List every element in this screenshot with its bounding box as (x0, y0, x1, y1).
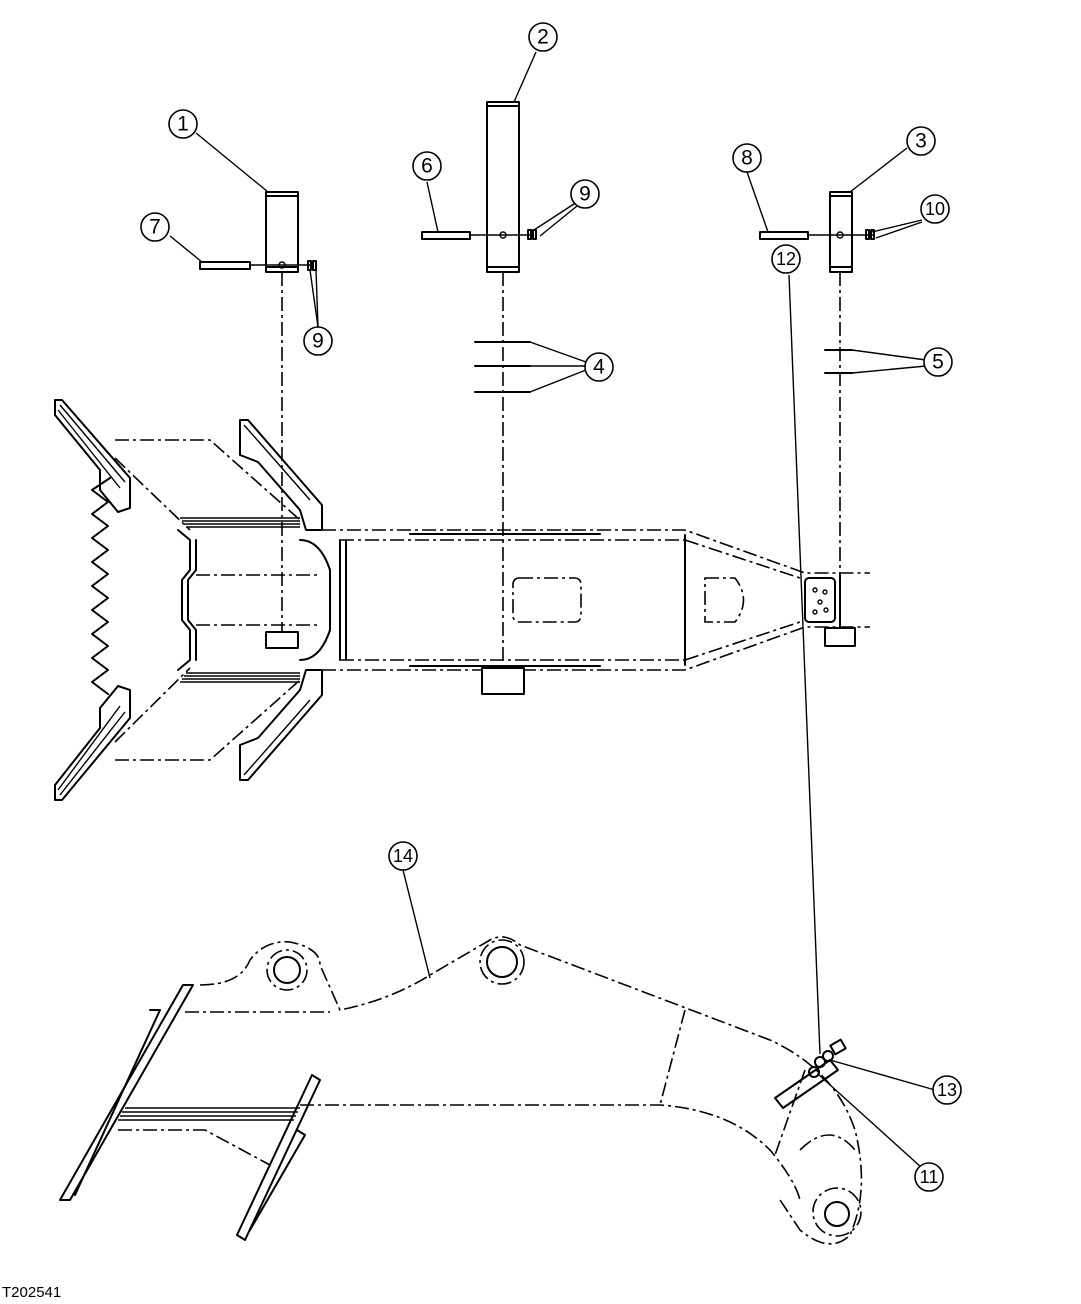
callout-4: 4 (584, 352, 614, 382)
svg-text:9: 9 (579, 183, 591, 206)
callout-10: 10 (920, 194, 950, 224)
svg-text:1: 1 (177, 113, 189, 136)
svg-text:9: 9 (312, 330, 324, 353)
boom-side-view (59, 936, 863, 1245)
leader-lines (169, 51, 936, 1169)
svg-text:4: 4 (593, 356, 605, 379)
pin-3-assembly (759, 191, 875, 628)
svg-text:12: 12 (776, 249, 796, 269)
callout-2: 2 (528, 22, 558, 52)
svg-text:6: 6 (421, 155, 433, 178)
svg-text:2: 2 (537, 26, 549, 49)
callout-11: 11 (914, 1162, 944, 1192)
pin-2-assembly (421, 101, 537, 668)
pin-1-assembly (199, 191, 317, 640)
callout-13: 13 (932, 1075, 962, 1105)
callout-6: 6 (412, 151, 442, 181)
svg-text:3: 3 (915, 130, 927, 153)
callout-14: 14 (388, 841, 418, 871)
svg-text:5: 5 (932, 351, 944, 374)
figure-reference: T202541 (2, 1284, 62, 1301)
callout-8: 8 (732, 143, 762, 173)
svg-text:7: 7 (149, 216, 161, 239)
svg-text:14: 14 (393, 846, 413, 866)
svg-text:8: 8 (741, 147, 753, 170)
svg-text:11: 11 (920, 1167, 939, 1187)
callout-12: 12 (771, 244, 801, 274)
svg-text:13: 13 (937, 1080, 957, 1100)
callout-1: 1 (168, 109, 198, 139)
callout-9-center: 9 (570, 179, 600, 209)
callout-7: 7 (140, 212, 170, 242)
callout-5: 5 (923, 347, 953, 377)
callout-9-left: 9 (303, 326, 333, 356)
svg-text:10: 10 (925, 199, 945, 219)
boom-top-view (54, 399, 870, 801)
callout-3: 3 (906, 126, 936, 156)
